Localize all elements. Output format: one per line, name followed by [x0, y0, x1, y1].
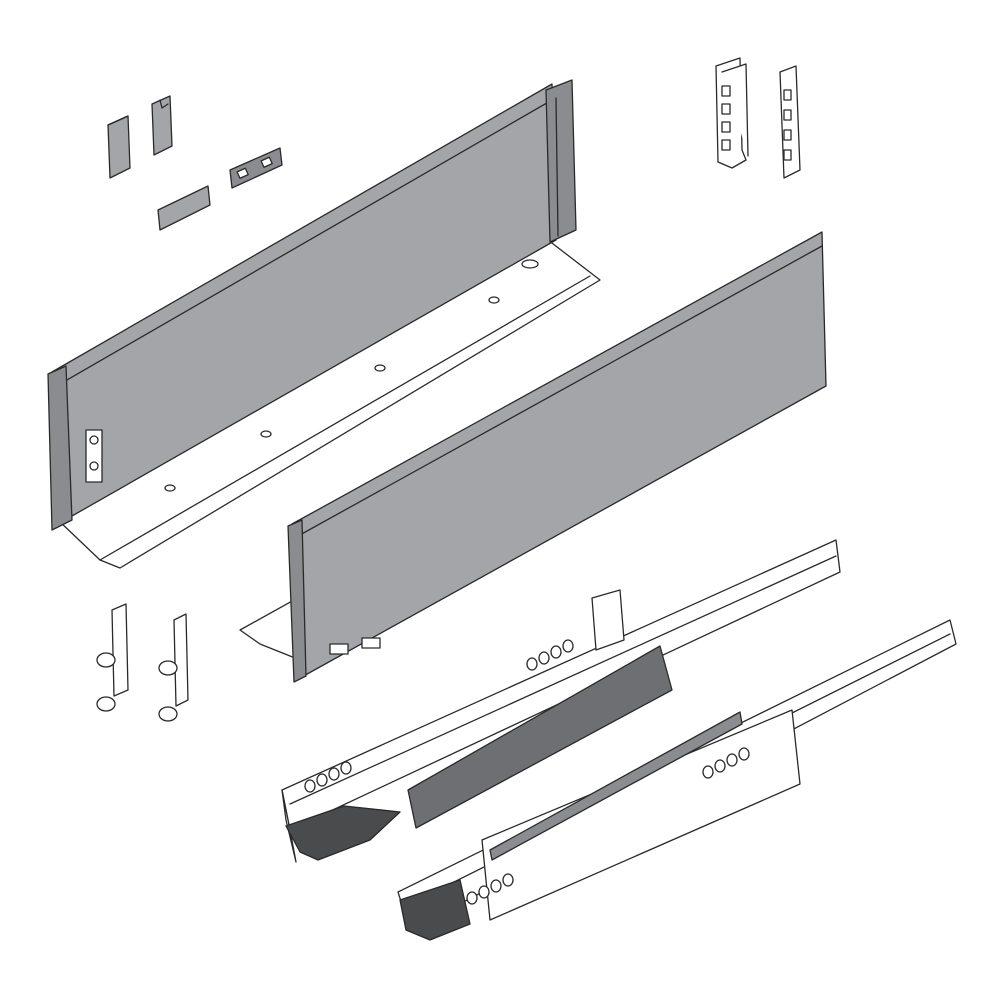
runner-hole: [562, 639, 574, 653]
runner-hole: [502, 873, 514, 887]
cover-cap-icon: [229, 147, 283, 189]
runner-hole: [466, 891, 478, 905]
runner-right: [397, 619, 957, 941]
runner-hole: [702, 765, 714, 779]
runner-hole: [738, 747, 750, 761]
runner-hole: [316, 773, 328, 787]
runner-hole: [726, 753, 738, 767]
cover-cap-icon: [107, 115, 131, 179]
front-fixing-brackets: [715, 57, 801, 179]
cover-cap-icon: [151, 95, 173, 156]
cover-cap-icon: [157, 185, 211, 231]
runner-hole: [490, 879, 502, 893]
screw-icon: [158, 613, 189, 722]
runner-left: [281, 539, 841, 863]
screw-icon: [96, 603, 129, 712]
adjustment-screws: [96, 603, 189, 722]
runner-hole: [526, 657, 538, 671]
runner-hole: [550, 645, 562, 659]
bracket-icon: [715, 57, 749, 169]
runner-hole: [340, 761, 352, 775]
runner-hole: [478, 885, 490, 899]
runner-hole: [538, 651, 550, 665]
drawer-side-right: [239, 231, 827, 683]
bracket-icon: [779, 65, 801, 179]
cover-caps: [107, 95, 283, 231]
drawer-side-left: [47, 79, 601, 569]
runner-hole: [304, 779, 316, 793]
runner-hole: [328, 767, 340, 781]
runner-hole: [714, 759, 726, 773]
